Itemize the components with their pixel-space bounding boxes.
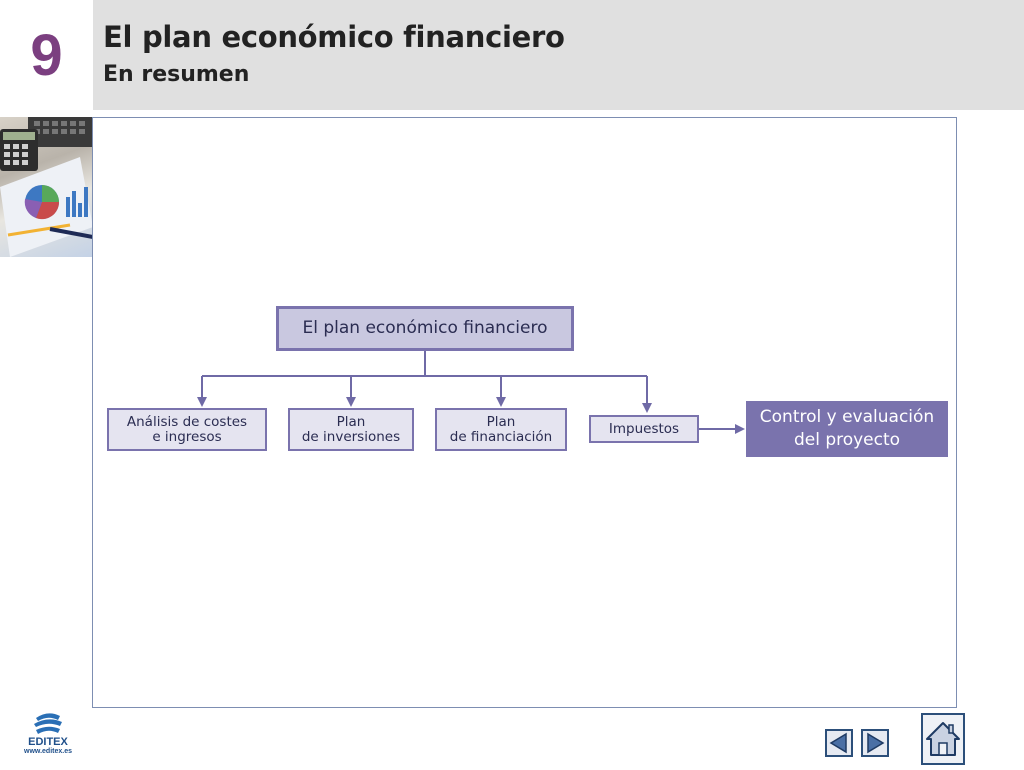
diagram-box-line1: Impuestos: [608, 420, 680, 437]
diagram-root-box: El plan económico financiero: [276, 306, 574, 351]
home-button[interactable]: [921, 713, 965, 765]
diagram-box-line2: e ingresos: [152, 428, 222, 445]
logo-text: EDITEX: [28, 736, 68, 748]
editex-logo-mark: [34, 713, 62, 734]
diagram-box-inversiones: Plan de inversiones: [288, 408, 414, 451]
previous-icon: [825, 729, 853, 757]
diagram-box-line1: Plan: [486, 413, 516, 430]
diagram-box-line1: Análisis de costes: [126, 413, 248, 430]
page-subtitle: En resumen: [103, 62, 250, 87]
editex-logo[interactable]: EDITEX www.editex.es: [18, 712, 78, 758]
diagram-box-line1: Plan: [336, 413, 366, 430]
diagram-box-impuestos: Impuestos: [589, 415, 699, 443]
next-icon: [861, 729, 889, 757]
diagram-result-line2: del proyecto: [793, 430, 901, 450]
diagram-box-line2: de financiación: [449, 428, 553, 445]
diagram-box-costes: Análisis de costes e ingresos: [107, 408, 267, 451]
diagram-box-line2: de inversiones: [301, 428, 401, 445]
diagram-result-line1: Control y evaluación: [759, 407, 935, 427]
chapter-number: 9: [30, 22, 63, 88]
previous-button[interactable]: [825, 729, 853, 757]
home-icon: [921, 713, 965, 765]
diagram-box-financiacion: Plan de financiación: [435, 408, 567, 451]
next-button[interactable]: [861, 729, 889, 757]
logo-url: www.editex.es: [24, 748, 72, 755]
header-band: [93, 0, 1024, 110]
finance-photo: [0, 117, 93, 257]
diagram-box-control: Control y evaluación del proyecto: [746, 401, 948, 457]
diagram-root-label: El plan económico financiero: [302, 318, 548, 338]
page-title: El plan económico financiero: [103, 20, 565, 54]
